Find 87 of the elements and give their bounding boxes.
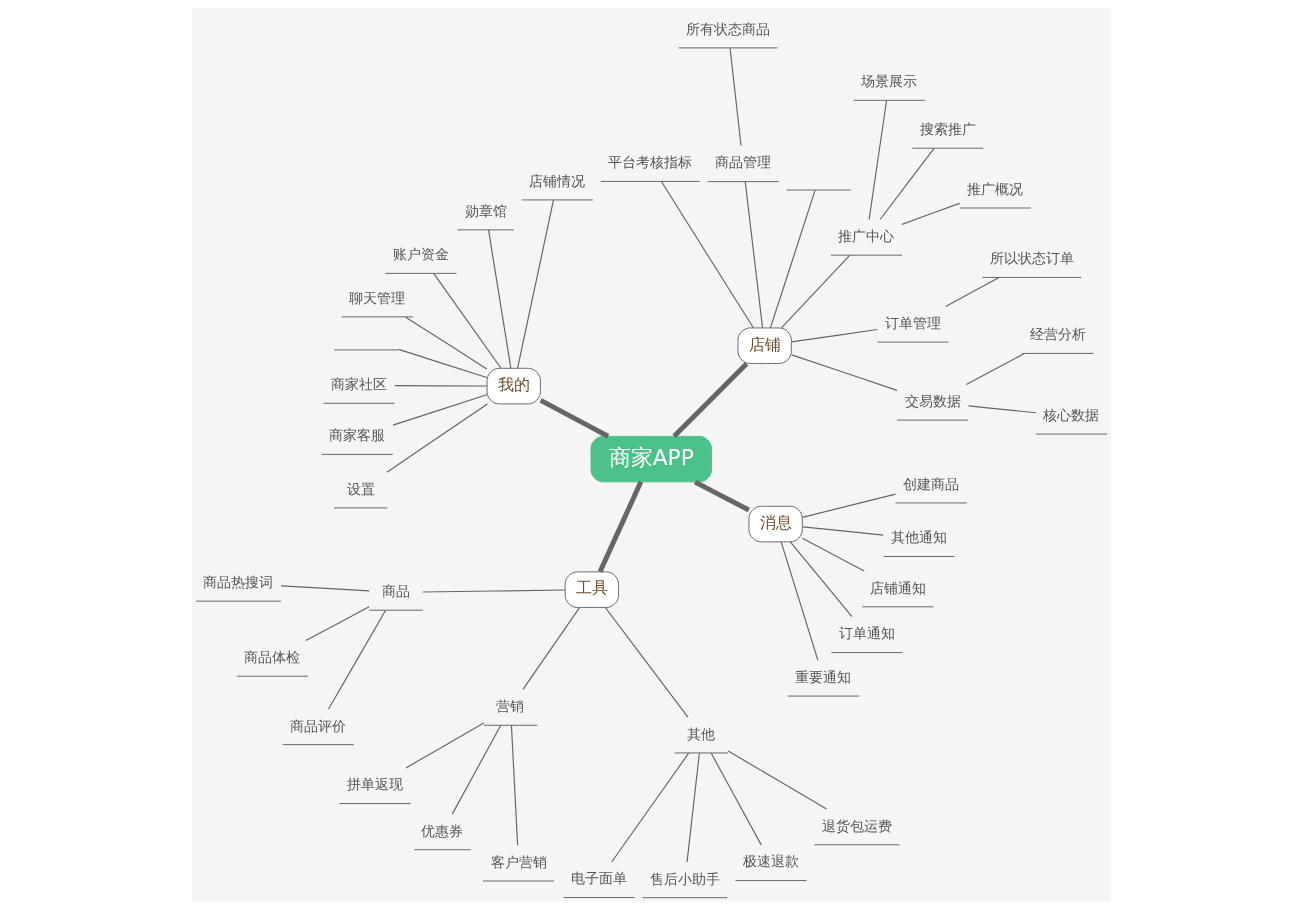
connector [769,189,816,329]
connector [398,348,488,379]
node-text: 平台考核指标 [608,154,693,171]
node-text: 创建商品 [903,475,960,492]
node-text: 场景展示 [861,73,918,90]
connector [327,609,387,710]
connector [901,202,961,225]
node-text: 其他通知 [891,529,948,546]
node-box: 店铺 [737,327,792,365]
node-text: 商品热搜词 [203,574,274,590]
node-box: 消息 [748,505,803,543]
connector [686,752,700,863]
connector [433,273,502,369]
node-text: 退货包运费 [821,817,892,834]
connector [660,180,755,329]
connector [780,254,851,329]
connector [487,229,512,369]
node-text: 商家社区 [331,376,388,393]
node-text: 重要通知 [795,668,852,685]
connector [967,405,1037,414]
node-text: 设置 [346,480,375,497]
connector [693,479,750,513]
node-text: 订单通知 [838,625,895,642]
connector [611,752,690,863]
connector [422,589,566,593]
node-text: 电子面单 [571,870,628,887]
connector [801,537,865,572]
node-text: 交易数据 [904,393,961,410]
node-text: 其他 [687,725,716,742]
node-text: 聊天管理 [349,289,406,306]
node-text: 优惠券 [421,822,464,839]
node-text: 商品体检 [244,649,301,666]
connector [451,724,502,815]
node-text: 客户营销 [490,853,547,870]
connector [965,352,1025,386]
node-text: 营销 [496,698,525,715]
connector [801,493,897,518]
node-text: 售后小助手 [650,870,721,887]
connector [710,752,762,846]
connector [945,276,1000,308]
node-text: 订单管理 [884,315,941,331]
node-text: 推广中心 [838,228,895,245]
node-text: 拼单返现 [347,776,404,793]
node-text: 极速退款 [742,853,799,870]
node-text: 账户资金 [392,246,449,263]
connector [386,403,488,473]
node-text: 核心数据 [1043,406,1100,423]
node-box: 工具 [564,571,620,608]
connector [394,385,488,387]
node-text: 商品管理 [715,154,772,171]
connector [539,398,610,439]
connector [879,147,935,220]
connector [802,526,884,536]
node-text: 经营分析 [1029,326,1086,343]
connector [791,354,898,391]
node-line [333,349,400,351]
connector [597,480,644,573]
connector [405,722,485,769]
connector [727,750,828,810]
connector [780,541,819,661]
node-text: 推广概况 [967,180,1024,197]
node-text: 商家客服 [329,427,386,444]
connector [517,199,555,369]
connector [280,585,370,592]
node-text: 所有状态商品 [686,20,771,37]
node-text: 勋章馆 [464,202,507,219]
node-box: 商家APP [590,435,712,483]
connector [789,541,853,618]
connector [604,606,689,718]
node-text: 店铺情况 [529,172,586,189]
connector [729,47,742,147]
node-text: 店铺通知 [869,579,926,596]
connector [405,316,488,370]
node-text: 商品 [381,583,410,600]
connector [510,724,519,846]
node-text: 商品评价 [290,717,347,734]
connector [392,394,488,426]
connector [672,362,749,438]
connector [744,181,764,329]
node-text: 搜索推广 [919,121,976,138]
connector [868,99,888,220]
connector [305,606,370,642]
connector [522,606,581,691]
node-box: 我的 [486,367,541,405]
connector [790,328,878,343]
node-line [786,189,852,191]
node-text: 所以状态订单 [989,250,1074,267]
